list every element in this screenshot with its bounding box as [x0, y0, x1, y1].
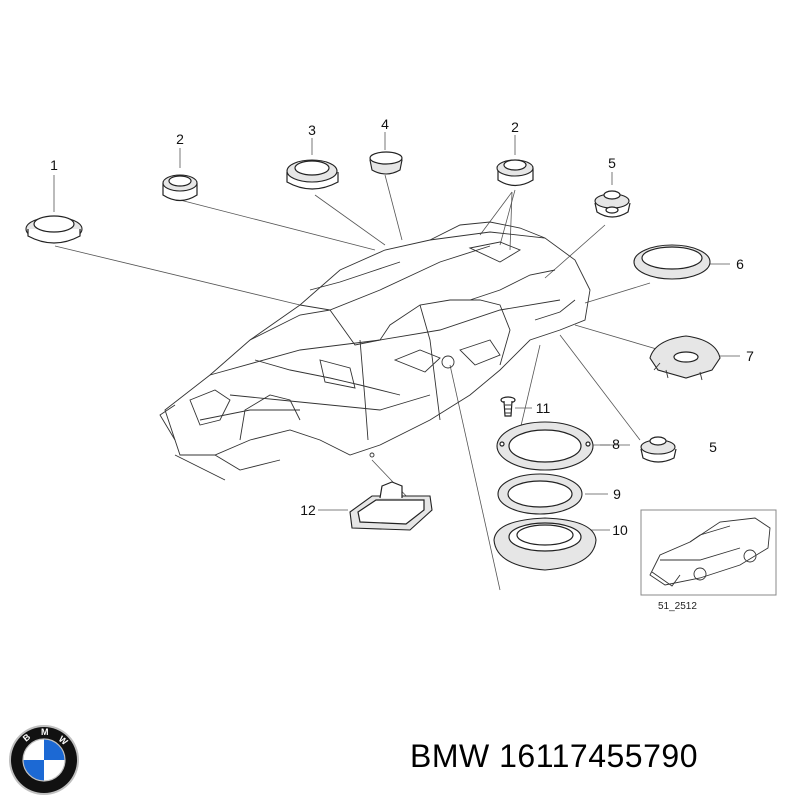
callout-2: 2: [176, 131, 184, 147]
part-12-bracket: [349, 481, 433, 531]
callout-5b: 5: [709, 439, 717, 455]
svg-text:B: B: [21, 731, 33, 743]
footer-brand: BMW: [410, 738, 490, 774]
callout-8: 8: [612, 436, 620, 452]
callout-6: 6: [736, 256, 744, 272]
part-8-gasket: [496, 421, 594, 471]
callout-12: 12: [300, 502, 316, 518]
part-2-plug: [162, 174, 198, 202]
part-7-cap: [649, 335, 721, 381]
part-6-cover: [633, 244, 711, 280]
callout-2b: 2: [511, 119, 519, 135]
callout-7: 7: [746, 348, 754, 364]
callout-10: 10: [612, 522, 628, 538]
part-5-grommet-lower: [640, 436, 677, 463]
part-3-grommet: [286, 159, 339, 190]
part-11-screw: [500, 396, 516, 417]
part-10-seal: [493, 517, 597, 571]
part-4-cap: [369, 151, 403, 175]
inset-vehicle-thumbnail: [640, 509, 777, 596]
inset-ref-code: 51_2512: [658, 601, 697, 612]
callout-9: 9: [613, 486, 621, 502]
callout-4: 4: [381, 116, 389, 132]
footer-part-number: 16117455790: [499, 738, 698, 774]
part-2-plug-right: [496, 159, 534, 187]
car-body-shell: [159, 221, 591, 481]
part-5-grommet: [594, 190, 631, 218]
part-9-ring: [497, 473, 583, 515]
callout-1: 1: [50, 157, 58, 173]
callout-5: 5: [608, 155, 616, 171]
part-1-grommet: [25, 215, 83, 244]
callout-11: 11: [536, 400, 551, 416]
bmw-logo: B M W: [9, 725, 79, 795]
svg-text:M: M: [41, 727, 49, 737]
callout-3: 3: [308, 122, 316, 138]
footer-brand-part-number: BMW 16117455790: [410, 738, 698, 775]
